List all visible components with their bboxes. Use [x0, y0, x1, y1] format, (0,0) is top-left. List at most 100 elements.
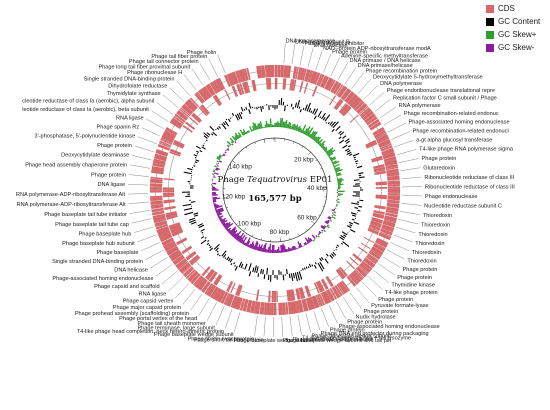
- cds-segment: [379, 143, 392, 150]
- gc-content-bar: [200, 239, 207, 245]
- cds-segment: [362, 110, 374, 121]
- cds-segment: [386, 171, 400, 177]
- gc-skew-bar: [215, 167, 220, 171]
- gene-label: T4-like phage protein: [385, 290, 438, 296]
- cds-segment: [244, 68, 249, 81]
- cds-segment: [171, 228, 184, 237]
- gc-content-bar: [206, 242, 210, 246]
- cds-segment: [313, 72, 321, 85]
- cds-segment: [365, 139, 377, 148]
- gc-content-bar: [331, 128, 335, 133]
- gene-label: Phage capsid and scaffold: [94, 284, 160, 290]
- cds-segment: [149, 187, 163, 190]
- gc-skew-bar: [337, 180, 342, 183]
- gc-content-bar: [216, 250, 219, 253]
- gc-skew-bar: [234, 230, 242, 239]
- cds-segment: [250, 300, 256, 314]
- cds-segment: [376, 237, 389, 245]
- cds-segment: [150, 200, 163, 206]
- cds-segment: [170, 252, 183, 262]
- cds-segment: [347, 93, 359, 106]
- gc-skew-bar: [239, 234, 246, 243]
- cds-segment: [375, 181, 387, 186]
- cds-segment: [234, 296, 243, 310]
- gc-skew-bar: [251, 243, 255, 249]
- leader-line: [396, 227, 416, 234]
- gene-label: T4-like phage RNA polymerase sigma: [419, 146, 514, 152]
- cds-segment: [239, 83, 245, 95]
- leader-line: [321, 308, 329, 327]
- gc-content-bar: [212, 131, 218, 137]
- legend-item: CDS: [486, 2, 550, 15]
- gc-content-bar: [358, 205, 363, 208]
- cds-segment: [336, 283, 345, 295]
- leader-line: [176, 80, 191, 96]
- scale-tick: [315, 159, 318, 162]
- cds-segment: [320, 292, 328, 305]
- leader-line: [137, 234, 157, 243]
- gc-skew-bar: [326, 225, 330, 229]
- cds-segment: [302, 68, 307, 81]
- gc-content-bar: [227, 118, 231, 122]
- cds-segment: [215, 78, 225, 91]
- gene-label: Phage terminase, large subunit: [137, 325, 215, 331]
- gc-skew-bar: [241, 236, 248, 245]
- gc-skew-bar: [312, 239, 315, 242]
- gc-content-bar: [317, 110, 322, 118]
- cds-segment: [366, 116, 378, 126]
- cds-segment: [153, 156, 167, 162]
- gc-content-bar: [290, 273, 294, 281]
- gc-skew-bar: [282, 243, 285, 253]
- gc-skew-bar: [214, 204, 220, 208]
- gc-content-bar: [224, 257, 227, 260]
- gc-skew-bar: [323, 146, 328, 151]
- scale-tick: [243, 227, 247, 232]
- gc-skew-bar: [263, 242, 267, 253]
- gc-content-bar: [336, 244, 339, 247]
- gc-skew-bar: [217, 213, 223, 217]
- cds-segment: [357, 246, 368, 254]
- gc-skew-bar: [218, 160, 222, 163]
- gc-skew-bar: [226, 144, 230, 148]
- gene-label: Phage protein: [378, 297, 413, 303]
- cds-segment: [169, 151, 181, 157]
- cds-segment: [168, 222, 181, 230]
- gc-content-bar: [319, 116, 322, 119]
- leader-line: [141, 127, 161, 137]
- cds-segment: [154, 153, 168, 160]
- legend-label: CDS: [498, 4, 515, 13]
- cds-segment: [308, 296, 316, 310]
- gc-skew-bar: [213, 169, 216, 172]
- gc-content-bar: [196, 145, 201, 150]
- gene-label: Phage head assembly chaperone protein: [25, 162, 127, 168]
- gc-skew-bar: [256, 125, 259, 130]
- leader-line: [281, 316, 283, 337]
- cds-segment: [162, 190, 175, 193]
- gene-label: T4-like phage baseplate hub + tail lysoz…: [302, 336, 411, 342]
- gc-skew-bar: [324, 221, 329, 225]
- gc-skew-bar: [256, 246, 259, 251]
- gene-label: Phage-associated homing endonuclease: [52, 276, 153, 282]
- cds-segment: [289, 289, 296, 301]
- legend-swatch: [486, 43, 494, 52]
- gc-content-bar: [324, 114, 331, 122]
- gene-label: Thioredoxin: [418, 232, 447, 238]
- gc-content-bar: [347, 145, 351, 148]
- gc-skew-bar: [247, 130, 250, 133]
- gc-content-bar: [257, 273, 260, 277]
- gc-content-bar: [260, 106, 263, 112]
- gc-content-bar: [349, 224, 353, 227]
- gc-skew-bar: [283, 245, 287, 253]
- cds-segment: [157, 143, 171, 151]
- gc-skew-bar: [309, 130, 315, 138]
- cds-segment: [184, 101, 195, 112]
- gc-skew-bar: [224, 151, 227, 154]
- cds-segment: [163, 195, 175, 198]
- cds-segment: [265, 78, 268, 90]
- gc-skew-bar: [249, 126, 253, 132]
- cds-segment: [368, 250, 381, 260]
- gc-content-bar: [325, 122, 328, 124]
- cds-segment: [160, 137, 173, 144]
- cds-segment: [370, 248, 382, 257]
- gc-content-bar: [348, 221, 354, 225]
